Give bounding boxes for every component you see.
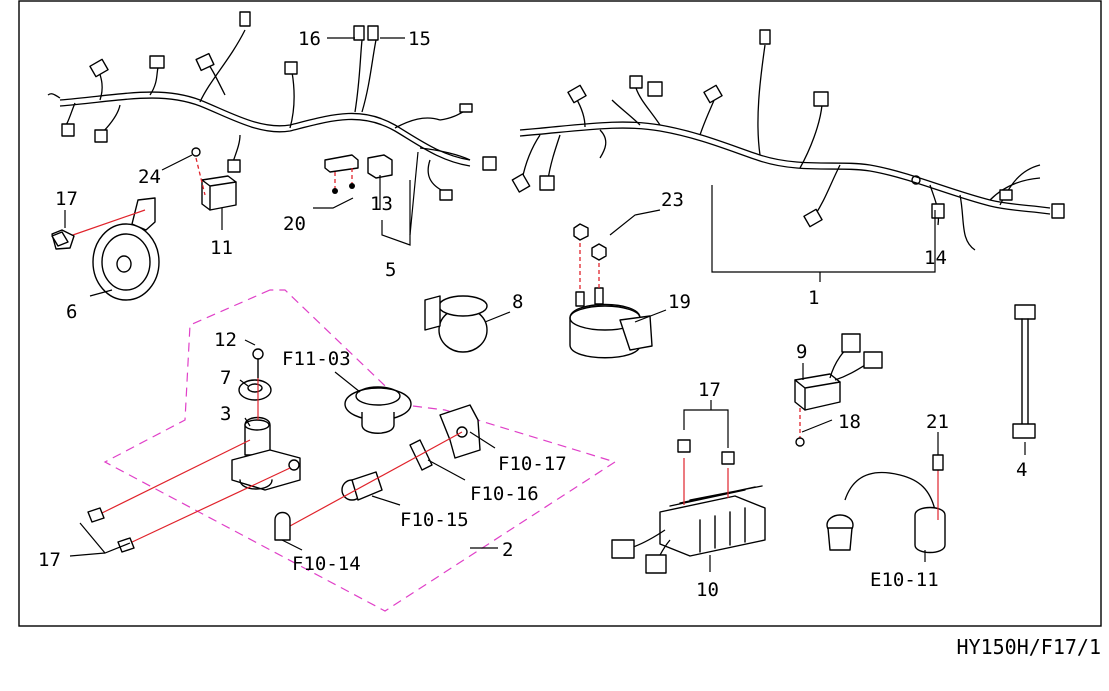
callout-17-bottom: 17 <box>38 549 61 571</box>
callout-2: 2 <box>502 539 513 561</box>
callout-18: 18 <box>838 411 861 433</box>
callout-24: 24 <box>138 166 161 188</box>
callout-20: 20 <box>283 213 306 235</box>
part-12-screw <box>252 348 264 420</box>
callout-12: 12 <box>214 329 237 351</box>
part-13-connector <box>367 154 393 179</box>
part-f10-14-key <box>274 511 291 541</box>
callout-17-mid: 17 <box>698 379 721 401</box>
part-e10-11-sensor <box>826 454 946 554</box>
callout-4: 4 <box>1016 459 1027 481</box>
callout-14: 14 <box>924 247 947 269</box>
callout-f10-17: F10-17 <box>498 453 567 475</box>
drawing-code: HY150H/F17/1 <box>957 635 1102 659</box>
callout-3: 3 <box>220 403 231 425</box>
part-20-bracket <box>324 154 359 194</box>
part-f11-03-cap <box>344 386 412 434</box>
part-9-unit <box>794 333 883 447</box>
leader-lines <box>64 37 1026 572</box>
part-4-cable <box>1012 304 1036 439</box>
callout-21: 21 <box>926 411 949 433</box>
callout-8: 8 <box>512 291 523 313</box>
part-11-relay <box>191 147 237 211</box>
part-3-ignition-switch <box>231 416 301 491</box>
callout-7: 7 <box>220 367 231 389</box>
callout-f11-03: F11-03 <box>282 348 351 370</box>
callout-23: 23 <box>661 189 684 211</box>
part-17-screws-lock <box>87 507 135 553</box>
part-19-starter-relay <box>569 223 653 359</box>
callout-9: 9 <box>796 341 807 363</box>
callout-15: 15 <box>408 28 431 50</box>
callout-f10-14: F10-14 <box>292 553 361 575</box>
wiring-harness-left <box>47 11 497 201</box>
callout-6: 6 <box>66 301 77 323</box>
callout-10: 10 <box>696 579 719 601</box>
part-10-regulator <box>611 439 766 574</box>
callout-13: 13 <box>370 193 393 215</box>
callout-f10-15: F10-15 <box>400 509 469 531</box>
callout-17-top: 17 <box>55 188 78 210</box>
wiring-harness-right <box>511 29 1065 251</box>
group-2-outline <box>103 289 617 612</box>
part-17-screws-center <box>51 231 69 247</box>
callout-e10-11: E10-11 <box>870 569 939 591</box>
part-8-cap <box>424 295 488 353</box>
part-f10-17-bracket <box>439 404 481 459</box>
drawing-frame <box>18 0 1102 627</box>
callout-11: 11 <box>210 237 233 259</box>
callout-labels: 16 15 24 17 13 20 11 5 6 23 14 1 8 19 12… <box>38 28 1027 601</box>
part-6-horn <box>51 197 160 301</box>
callout-16: 16 <box>298 28 321 50</box>
callout-1: 1 <box>808 287 819 309</box>
callout-f10-16: F10-16 <box>470 483 539 505</box>
callout-5: 5 <box>385 259 396 281</box>
callout-19: 19 <box>668 291 691 313</box>
